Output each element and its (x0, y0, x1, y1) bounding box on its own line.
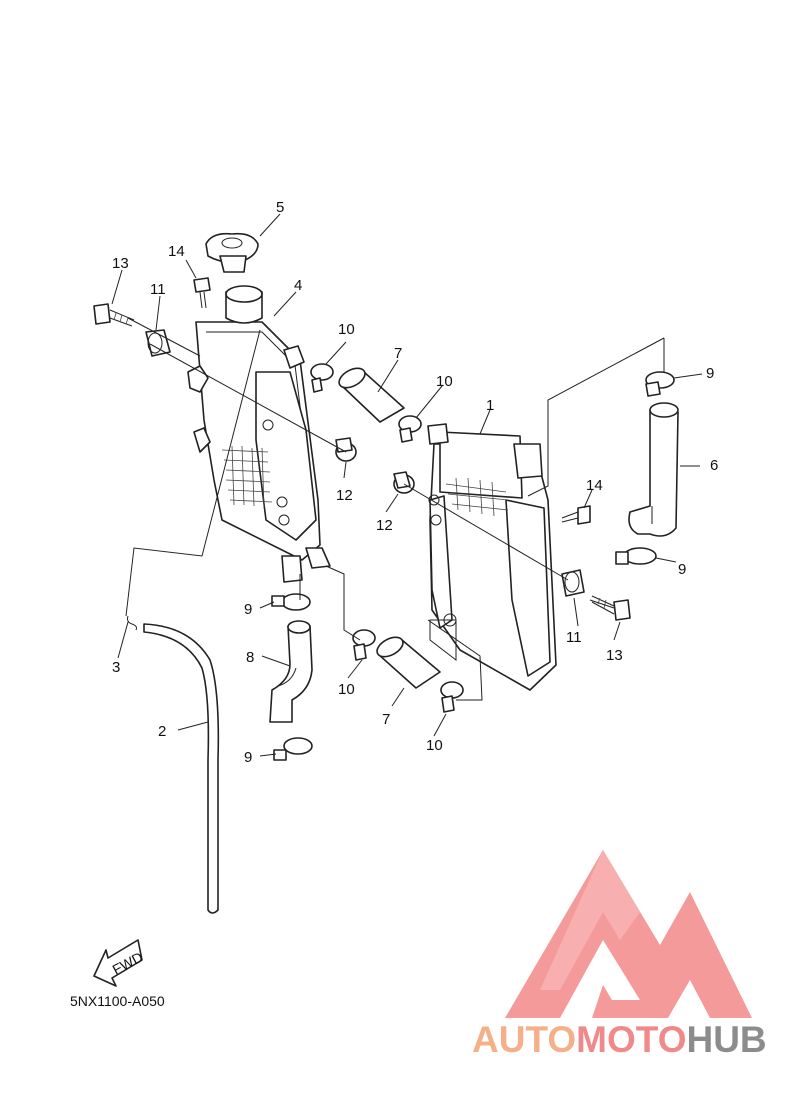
right-radiator-core (445, 477, 509, 517)
right-radiator (427, 423, 557, 691)
hose-7-lower (376, 636, 441, 689)
callout-4: 4 (294, 277, 302, 294)
bolt-13-left (93, 303, 135, 327)
watermark-logo (505, 850, 752, 1018)
callout-9-b: 9 (678, 561, 686, 578)
callout-10-d: 10 (426, 737, 443, 754)
callout-10-c: 10 (338, 681, 355, 698)
callout-2: 2 (158, 723, 166, 740)
watermark-moto: MOTO (576, 1019, 686, 1060)
left-radiator-core (221, 445, 273, 509)
clamp-9-d (273, 737, 313, 761)
callout-11-left: 11 (150, 281, 166, 298)
collar-12-right (393, 471, 415, 494)
hose-8 (269, 620, 313, 723)
watermark-auto: AUTO (472, 1019, 576, 1060)
clamp-9-c (271, 593, 311, 611)
left-radiator (187, 285, 331, 583)
callout-9-d: 9 (244, 749, 252, 766)
bolt-14-left (193, 277, 211, 309)
callout-12-left: 12 (336, 487, 353, 504)
collar-12-left (335, 437, 357, 462)
callout-14-right: 14 (586, 477, 603, 494)
callout-6: 6 (710, 457, 718, 474)
clamp-9-b (615, 547, 657, 565)
callouts: 1 2 3 4 5 6 7 7 8 9 9 9 9 10 10 10 10 11… (112, 199, 718, 766)
clamp-10-c (352, 629, 376, 661)
callout-12-right: 12 (376, 517, 393, 534)
clamp-10-d (440, 681, 464, 713)
clamp-9-a (645, 371, 675, 397)
bolt-13-right (591, 595, 631, 621)
overflow-pipe (143, 623, 220, 914)
callout-13-right: 13 (606, 647, 623, 664)
pipe-clip (127, 615, 137, 631)
callout-14-left: 14 (168, 243, 185, 260)
radiator-cap (205, 232, 259, 273)
hose-7-upper (338, 367, 405, 423)
diagram-code: 5NX1100-A050 (70, 993, 165, 1009)
callout-7-lower: 7 (382, 711, 390, 728)
fwd-arrow: FWD (93, 939, 145, 987)
grommet-11-right (561, 569, 585, 597)
callout-10-b: 10 (436, 373, 453, 390)
callout-8: 8 (246, 649, 254, 666)
hose-6 (628, 402, 679, 537)
watermark-hub: HUB (686, 1019, 766, 1060)
callout-9-c: 9 (244, 601, 252, 618)
clamp-10-b (398, 415, 422, 443)
bolt-14-right (561, 505, 591, 525)
watermark-text: AUTOMOTOHUB (472, 1019, 767, 1060)
callout-1: 1 (486, 397, 494, 414)
leader-lines (111, 213, 703, 757)
callout-7-upper: 7 (394, 345, 402, 362)
callout-9-a: 9 (706, 365, 714, 382)
callout-13-left: 13 (112, 255, 129, 272)
callout-11-right: 11 (566, 629, 582, 646)
callout-3: 3 (112, 659, 120, 676)
callout-5: 5 (276, 199, 284, 216)
callout-10-a: 10 (338, 321, 355, 338)
clamp-10-a (310, 363, 334, 393)
